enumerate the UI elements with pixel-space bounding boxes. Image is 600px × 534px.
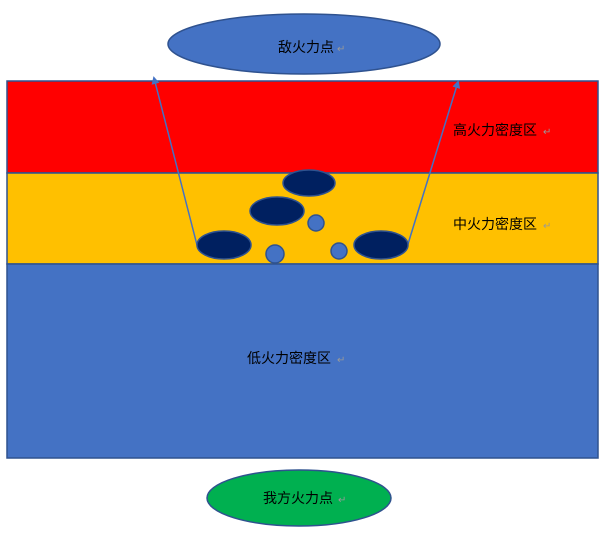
paragraph-mark: ↵ [543,127,551,138]
enemy-fire-point-ellipse [167,13,441,75]
small-unit-circle [330,242,348,260]
units-group [196,169,409,264]
high-density-zone [6,80,599,174]
paragraph-mark: ↵ [337,44,345,55]
high-density-zone-label: 高火力密度区 [453,122,537,139]
paragraph-mark: ↵ [543,221,551,232]
unit-ellipse [353,230,409,260]
right-attack-arrow [407,80,461,245]
unit-ellipse [249,196,305,226]
unit-ellipse [282,169,336,197]
small-unit-circle [265,244,285,264]
small-unit-circle [307,214,325,232]
medium-density-zone-label: 中火力密度区 [453,216,537,233]
own-fire-point-label: 我方火力点 [263,491,333,507]
low-density-zone-label: 低火力密度区 [247,350,331,367]
low-density-zone [6,263,599,459]
enemy-fire-point-label: 敌火力点 [278,40,334,56]
unit-ellipse [196,230,252,260]
own-fire-point-ellipse [206,469,392,527]
paragraph-mark: ↵ [338,495,346,506]
left-attack-arrow [151,76,198,246]
paragraph-mark: ↵ [337,355,345,366]
